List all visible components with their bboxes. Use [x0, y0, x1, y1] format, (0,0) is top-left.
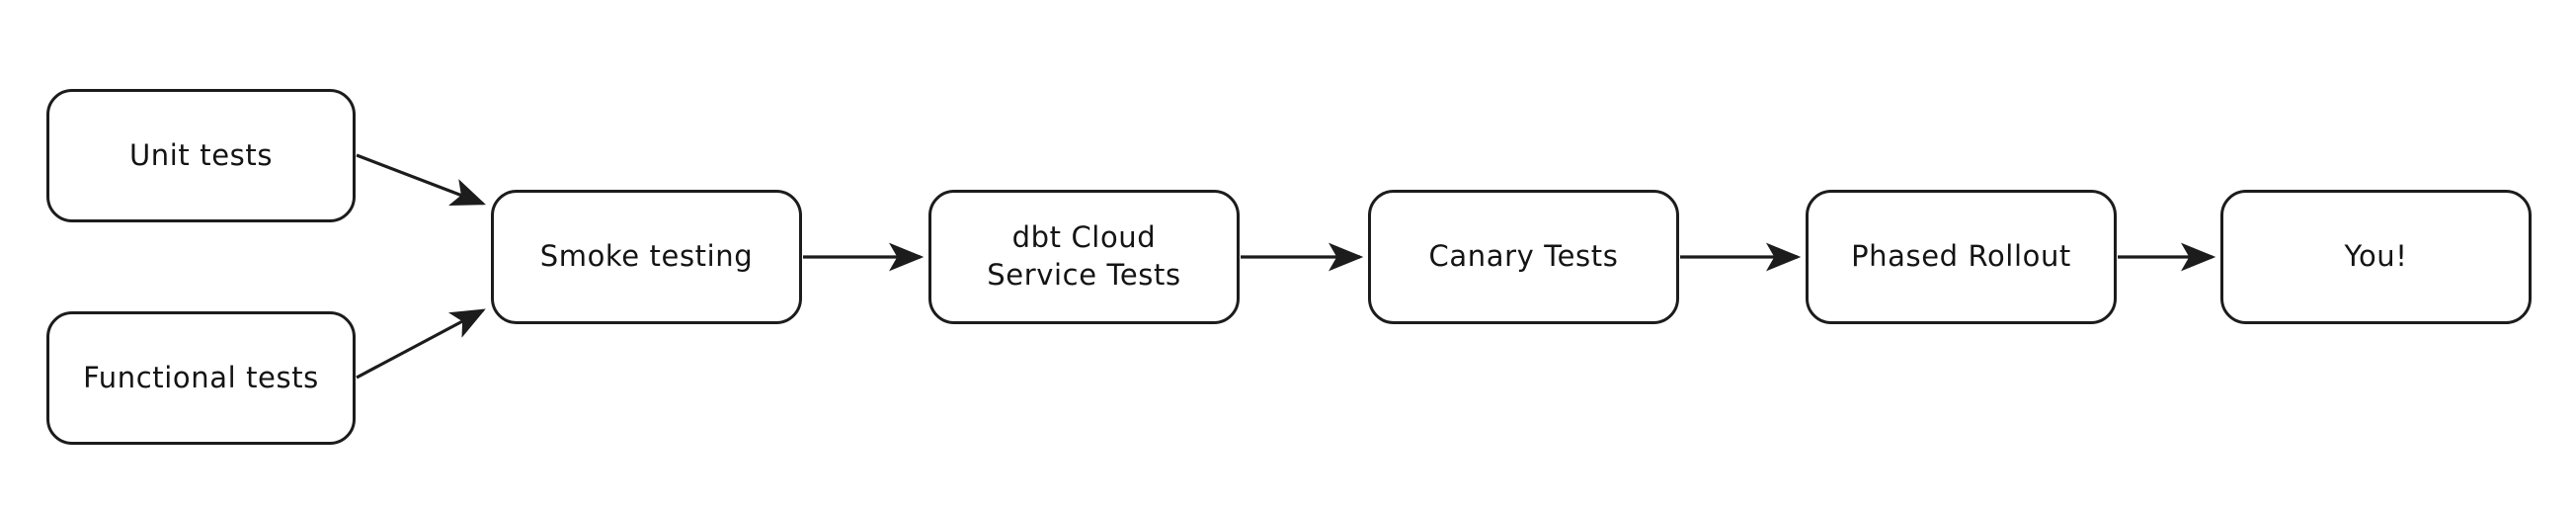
node-unit-tests[interactable]: Unit tests [46, 89, 356, 222]
node-label-phased-rollout: Phased Rollout [1851, 239, 2071, 274]
edge-unit-to-smoke [356, 153, 486, 207]
node-smoke-testing[interactable]: Smoke testing [491, 190, 802, 324]
node-dbt-cloud-service-tests[interactable]: dbt Cloud Service Tests [928, 190, 1240, 324]
node-label-dbt-cloud-service-tests: dbt Cloud Service Tests [987, 220, 1181, 292]
node-phased-rollout[interactable]: Phased Rollout [1806, 190, 2117, 324]
node-label-smoke-testing: Smoke testing [539, 239, 754, 274]
node-label-you: You! [2344, 239, 2408, 274]
node-label-canary-tests: Canary Tests [1428, 239, 1619, 274]
node-label-unit-tests: Unit tests [128, 137, 274, 172]
node-canary-tests[interactable]: Canary Tests [1368, 190, 1679, 324]
node-you[interactable]: You! [2220, 190, 2532, 324]
node-functional-tests[interactable]: Functional tests [46, 311, 356, 445]
edge-functional-to-smoke [356, 308, 486, 380]
node-label-functional-tests: Functional tests [83, 360, 319, 394]
